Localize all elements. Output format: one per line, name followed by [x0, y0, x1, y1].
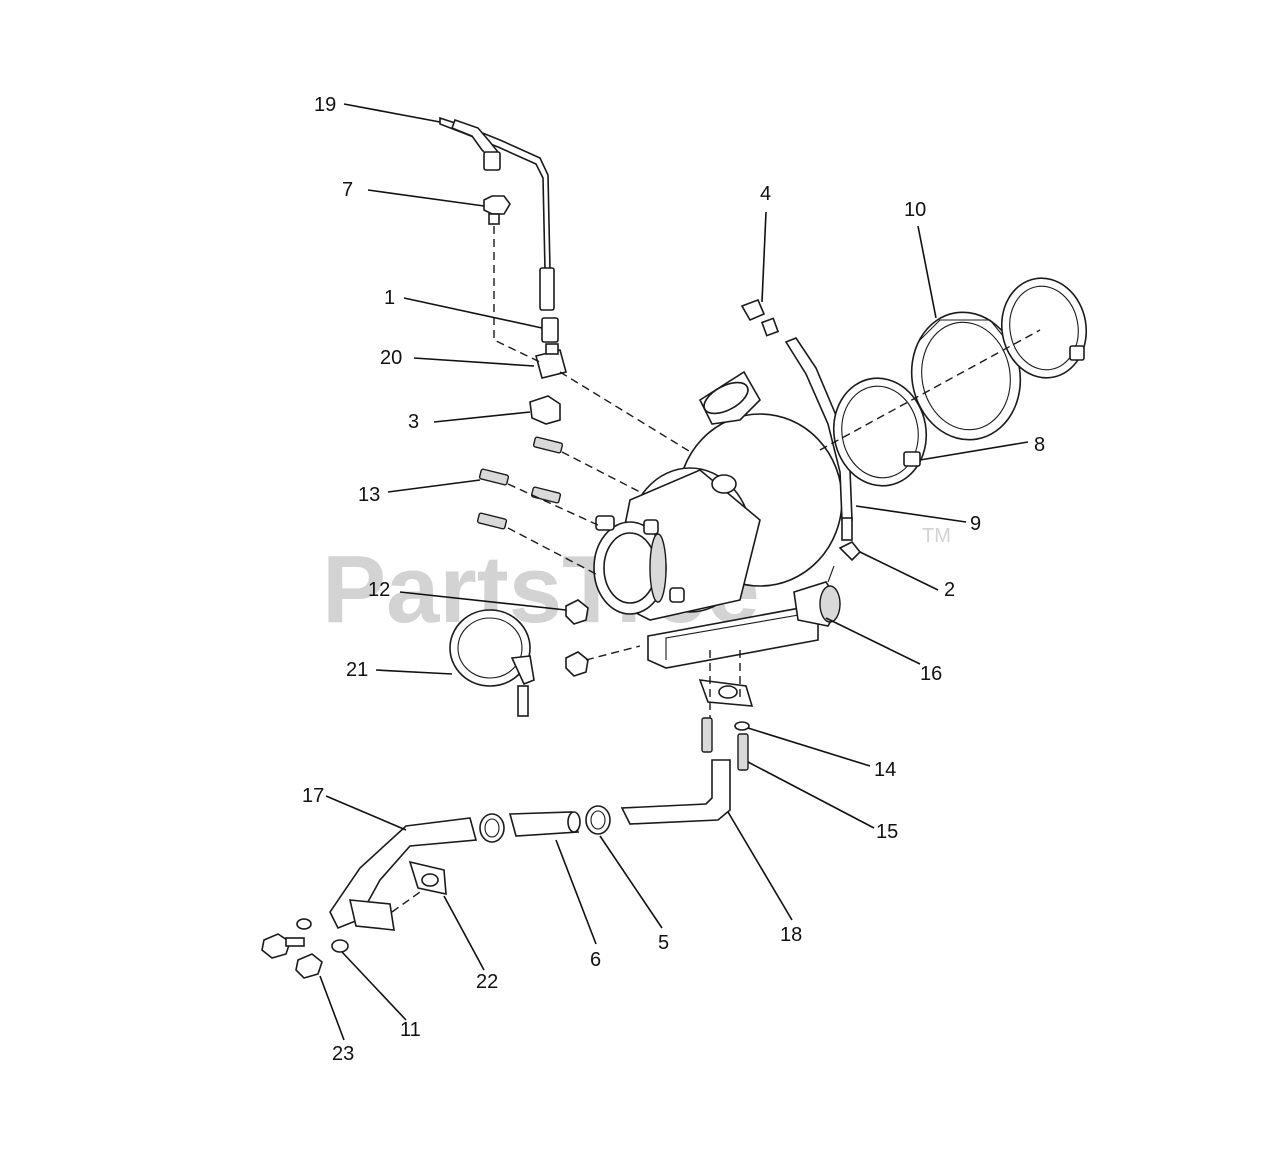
bolts-23 [261, 918, 323, 979]
clamp-5 [585, 805, 611, 835]
assembly-line-drain [709, 650, 741, 740]
callout-2: 2 [944, 579, 955, 601]
callout-10: 10 [904, 199, 926, 221]
elbow-fitting-3 [529, 395, 561, 425]
callout-19: 19 [314, 94, 336, 116]
assembly-line-nuts [585, 645, 641, 661]
v-band-clamp-21 [449, 609, 535, 717]
washer-11 [331, 939, 349, 953]
watermark-trademark: TM [922, 525, 951, 547]
drain-tube-18 [620, 759, 731, 825]
assembly-line-supply [493, 226, 541, 363]
callout-3: 3 [408, 411, 419, 433]
callout-4: 4 [760, 183, 771, 205]
callout-1: 1 [384, 287, 395, 309]
callout-12: 12 [368, 579, 390, 601]
leader-lines [319, 103, 1029, 1041]
callout-20: 20 [380, 347, 402, 369]
gasket-22 [348, 860, 447, 931]
drain-flange [698, 679, 754, 707]
callout-6: 6 [590, 949, 601, 971]
callout-labels: 19 7 1 20 3 13 12 21 4 10 8 9 2 16 14 15… [302, 94, 1045, 1065]
callout-14: 14 [874, 759, 896, 781]
nuts-12 [565, 599, 589, 677]
callout-15: 15 [876, 821, 898, 843]
assembly-line-studs-b [507, 483, 601, 527]
callout-21: 21 [346, 659, 368, 681]
callout-13: 13 [358, 484, 380, 506]
callout-17: 17 [302, 785, 324, 807]
fitting-4 [740, 298, 780, 337]
clamp-8-outer [1000, 277, 1088, 379]
callout-18: 18 [780, 924, 802, 946]
callout-7: 7 [342, 179, 353, 201]
studs-13 [476, 436, 564, 530]
assembly-line-hose [819, 329, 1041, 451]
tube-17 [329, 817, 478, 930]
callout-8: 8 [1034, 434, 1045, 456]
oil-supply-line [439, 116, 555, 311]
sleeve-6 [508, 811, 581, 837]
fitting-1 [541, 317, 559, 343]
fitting-7 [483, 195, 511, 225]
clamp-5b [479, 813, 505, 843]
callout-9: 9 [970, 513, 981, 535]
turbocharger [593, 370, 843, 669]
callout-5: 5 [658, 932, 669, 954]
callout-23: 23 [332, 1043, 354, 1065]
callout-22: 22 [476, 971, 498, 993]
assembly-line-studs-a [561, 451, 641, 493]
bolts-14-15 [701, 717, 750, 771]
callout-11: 11 [400, 1019, 421, 1041]
tee-block-20 [535, 343, 567, 379]
fitting-2 [838, 540, 862, 562]
callout-16: 16 [920, 663, 942, 685]
assembly-line-gasket [391, 891, 421, 913]
hose-10 [910, 311, 1022, 441]
assembly-line-studs-c [507, 527, 597, 575]
